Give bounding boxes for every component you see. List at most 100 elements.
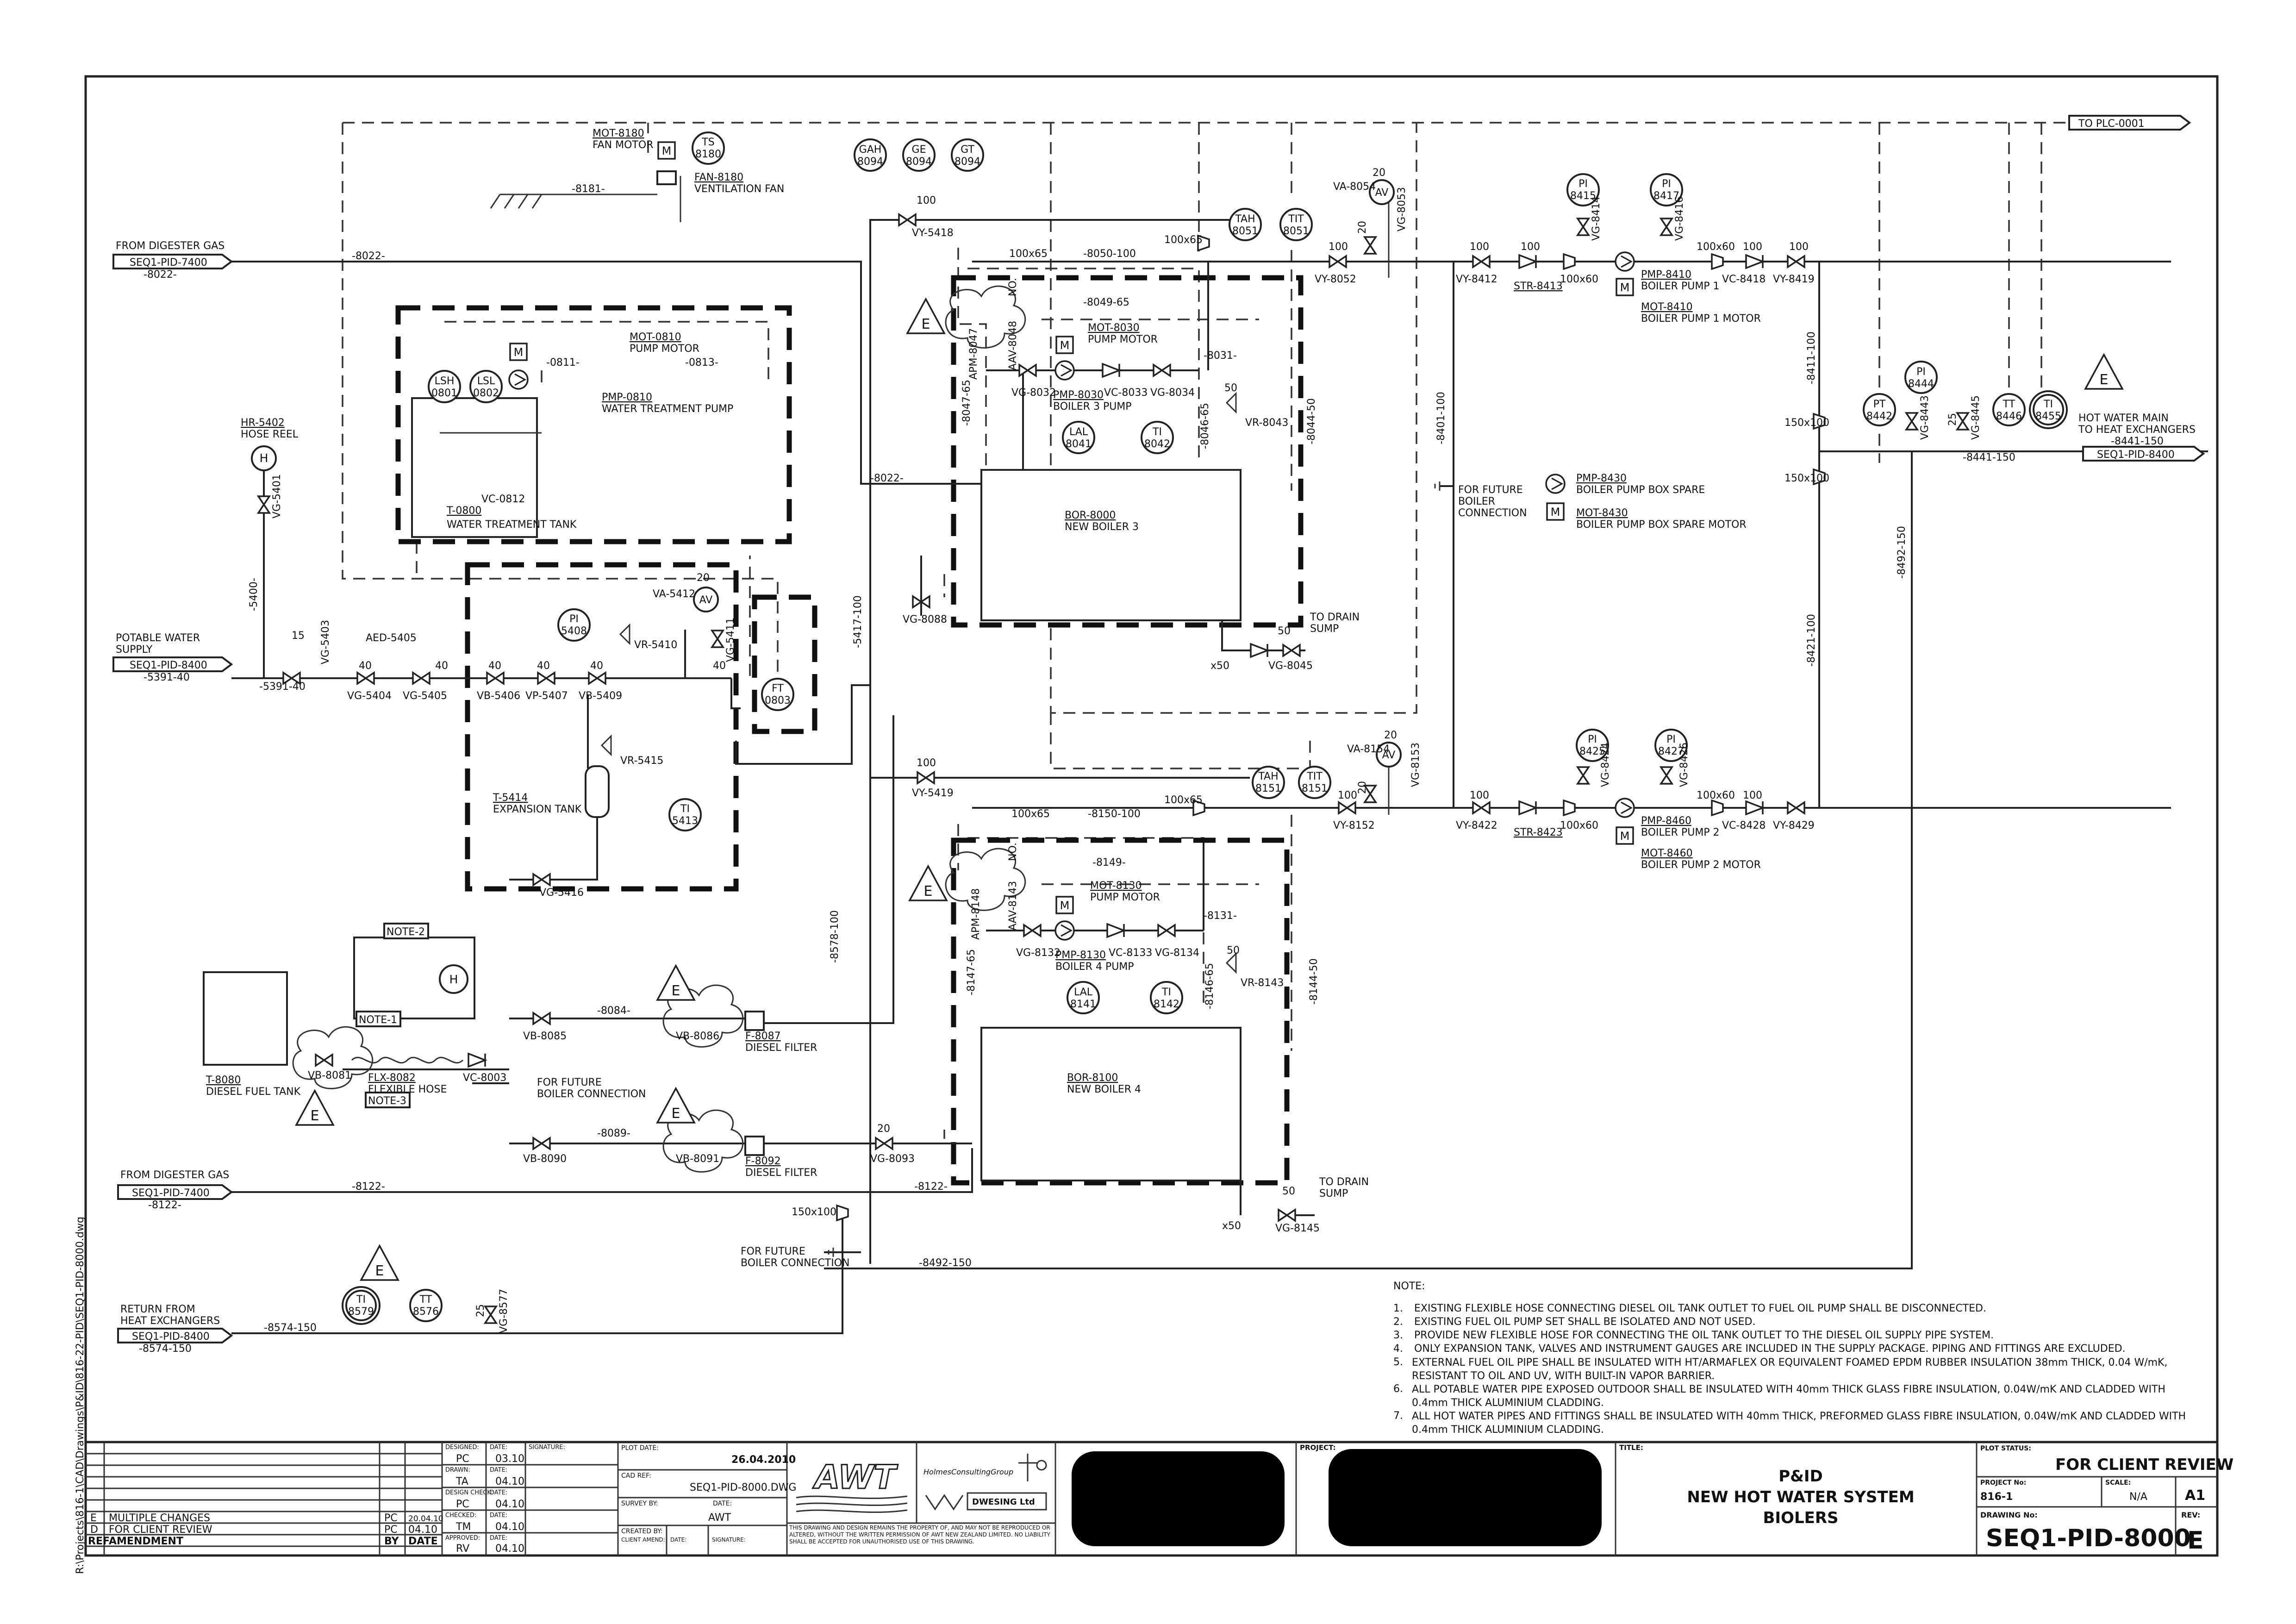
signatures-block: DESIGNED: PC DATE: 03.10 SIGNATURE: DRAW… xyxy=(442,1442,619,1555)
svg-text:POTABLE WATER: POTABLE WATER xyxy=(116,632,200,644)
svg-text:TI: TI xyxy=(1152,426,1162,438)
svg-text:8455: 8455 xyxy=(2035,411,2061,422)
package-boundaries xyxy=(395,275,1304,1186)
svg-text:NOTE-1: NOTE-1 xyxy=(359,1014,397,1026)
svg-text:AV: AV xyxy=(699,594,713,606)
svg-text:DESIGNED:: DESIGNED: xyxy=(445,1444,479,1451)
svg-text:ONLY EXPANSION TANK, VALVES AN: ONLY EXPANSION TANK, VALVES AND INSTRUME… xyxy=(1414,1343,2126,1355)
svg-text:-8022-: -8022- xyxy=(352,250,385,262)
svg-text:SIGNATURE:: SIGNATURE: xyxy=(712,1537,746,1543)
svg-text:TAH: TAH xyxy=(1235,213,1255,225)
svg-text:VB-8091: VB-8091 xyxy=(676,1153,719,1165)
svg-text:DRAWN:: DRAWN: xyxy=(445,1467,470,1474)
svg-text:7.: 7. xyxy=(1393,1410,1403,1422)
svg-text:-8022-: -8022- xyxy=(144,269,177,281)
diesel-fuel-tank xyxy=(203,971,288,1066)
svg-text:AAV-8143: AAV-8143 xyxy=(1007,881,1019,931)
svg-text:150x100: 150x100 xyxy=(1784,417,1829,429)
svg-text:100x65: 100x65 xyxy=(1164,794,1203,806)
instrument-gah8094: GAH 8094 xyxy=(854,138,887,172)
svg-text:FAN-8180: FAN-8180 xyxy=(694,172,743,183)
svg-text:APM-8148: APM-8148 xyxy=(970,888,982,940)
instrument-gt8094: GT 8094 xyxy=(951,138,984,172)
svg-text:-8421-100: -8421-100 xyxy=(1806,614,1817,667)
svg-text:STR-8413: STR-8413 xyxy=(1514,281,1563,292)
svg-text:-8049-65: -8049-65 xyxy=(1083,297,1129,308)
svg-text:-8441-150: -8441-150 xyxy=(1963,452,2015,463)
svg-text:CLIENT AMEND:: CLIENT AMEND: xyxy=(621,1537,665,1543)
svg-text:MOT-8430: MOT-8430 xyxy=(1576,507,1628,519)
svg-text:F-8087: F-8087 xyxy=(745,1031,781,1042)
svg-text:BOILER PUMP 1 MOTOR: BOILER PUMP 1 MOTOR xyxy=(1641,313,1761,325)
svg-text:EXPANSION TANK: EXPANSION TANK xyxy=(493,804,582,815)
svg-text:VG-8426: VG-8426 xyxy=(1678,743,1690,787)
offpage-hot-water-main: HOT WATER MAIN TO HEAT EXCHANGERS -8441-… xyxy=(2078,412,2205,462)
svg-text:SEQ1-PID-8400: SEQ1-PID-8400 xyxy=(132,1331,210,1343)
svg-text:VY-8419: VY-8419 xyxy=(1773,274,1815,285)
svg-text:LSH: LSH xyxy=(435,375,455,387)
svg-text:SUMP: SUMP xyxy=(1310,623,1339,635)
svg-text:25: 25 xyxy=(1947,413,1959,426)
svg-text:WATER TREATMENT TANK: WATER TREATMENT TANK xyxy=(447,519,577,531)
svg-text:6.: 6. xyxy=(1393,1383,1403,1395)
svg-text:VG-8132: VG-8132 xyxy=(1016,947,1061,959)
svg-text:PLOT STATUS:: PLOT STATUS: xyxy=(1980,1445,2031,1452)
offpage-digester-gas-2: FROM DIGESTER GAS SEQ1-PID-7400 -8122- xyxy=(117,1169,233,1211)
svg-text:100: 100 xyxy=(1338,790,1357,801)
instrument-ti8579: TI 8579 xyxy=(342,1286,381,1325)
instrument-pi8444: PI 8444 xyxy=(1904,361,1938,394)
svg-text:H: H xyxy=(260,451,268,465)
drawing-title-3: BIOLERS xyxy=(1763,1509,1838,1527)
instrument-tah8151: TAH 8151 xyxy=(1252,766,1285,799)
svg-text:GE: GE xyxy=(912,144,926,156)
svg-text:TT: TT xyxy=(419,1294,432,1305)
instrument-lal8041: LAL 8041 xyxy=(1062,421,1095,454)
svg-text:PMP-0810: PMP-0810 xyxy=(602,392,652,403)
svg-text:VG-8093: VG-8093 xyxy=(870,1153,915,1165)
svg-text:HR-5402: HR-5402 xyxy=(241,417,285,429)
svg-text:-8047-65: -8047-65 xyxy=(961,380,973,426)
svg-text:VB-5406: VB-5406 xyxy=(477,690,520,702)
svg-text:-8149-: -8149- xyxy=(1092,857,1126,868)
svg-text:TM: TM xyxy=(455,1521,471,1533)
notes-section: NOTE: 1. EXISTING FLEXIBLE HOSE CONNECTI… xyxy=(1393,1280,2186,1436)
svg-text:FOR FUTURE: FOR FUTURE xyxy=(741,1246,805,1257)
svg-text:100x60: 100x60 xyxy=(1697,241,1735,253)
svg-text:8151: 8151 xyxy=(1302,783,1328,794)
svg-text:100: 100 xyxy=(1743,241,1762,253)
svg-text:TI: TI xyxy=(680,803,690,815)
svg-text:-8089-: -8089- xyxy=(597,1128,630,1139)
svg-text:MULTIPLE CHANGES: MULTIPLE CHANGES xyxy=(109,1512,210,1524)
svg-text:8446: 8446 xyxy=(1996,411,2022,422)
svg-text:VC-8003: VC-8003 xyxy=(463,1072,506,1084)
plot-status: FOR CLIENT REVIEW xyxy=(2055,1455,2234,1474)
svg-text:8425: 8425 xyxy=(1579,746,1605,757)
svg-text:8444: 8444 xyxy=(1908,378,1934,390)
svg-text:NEW BOILER 4: NEW BOILER 4 xyxy=(1067,1084,1141,1095)
svg-text:MOT-8180: MOT-8180 xyxy=(593,128,644,139)
svg-text:FT: FT xyxy=(772,683,784,694)
instrument-pt8442: PT 8442 xyxy=(1863,393,1896,426)
svg-text:HOSE REEL: HOSE REEL xyxy=(241,429,299,440)
svg-text:SEQ1-PID-8000.DWG: SEQ1-PID-8000.DWG xyxy=(690,1482,796,1493)
svg-text:VG-8577: VG-8577 xyxy=(498,1289,510,1333)
svg-text:F-8092: F-8092 xyxy=(745,1156,781,1167)
drawing-title-1: P&ID xyxy=(1778,1467,1822,1486)
hose-reel-symbol: H xyxy=(251,445,277,471)
svg-text:VG-8032: VG-8032 xyxy=(1011,387,1056,399)
svg-text:-8022-: -8022- xyxy=(870,473,904,484)
svg-text:VY-8052: VY-8052 xyxy=(1315,274,1356,285)
svg-text:VB-8090: VB-8090 xyxy=(523,1153,567,1165)
svg-text:DATE:: DATE: xyxy=(490,1444,507,1451)
svg-text:NOTE-3: NOTE-3 xyxy=(368,1095,406,1107)
svg-text:TT: TT xyxy=(2003,399,2015,410)
drawing-number-block: PLOT STATUS: FOR CLIENT REVIEW PROJECT N… xyxy=(1976,1442,2234,1555)
valve-labels: VY-5418 VY-8052 VA-8054 VG-8053 VY-8412 … xyxy=(271,181,1982,1333)
svg-text:-8147-65: -8147-65 xyxy=(966,949,977,995)
valves xyxy=(257,176,1969,1324)
svg-text:VG-5411: VG-5411 xyxy=(725,618,736,662)
svg-text:100x65: 100x65 xyxy=(1164,234,1203,246)
svg-text:VC-8133: VC-8133 xyxy=(1109,947,1152,959)
svg-text:40: 40 xyxy=(359,660,372,672)
